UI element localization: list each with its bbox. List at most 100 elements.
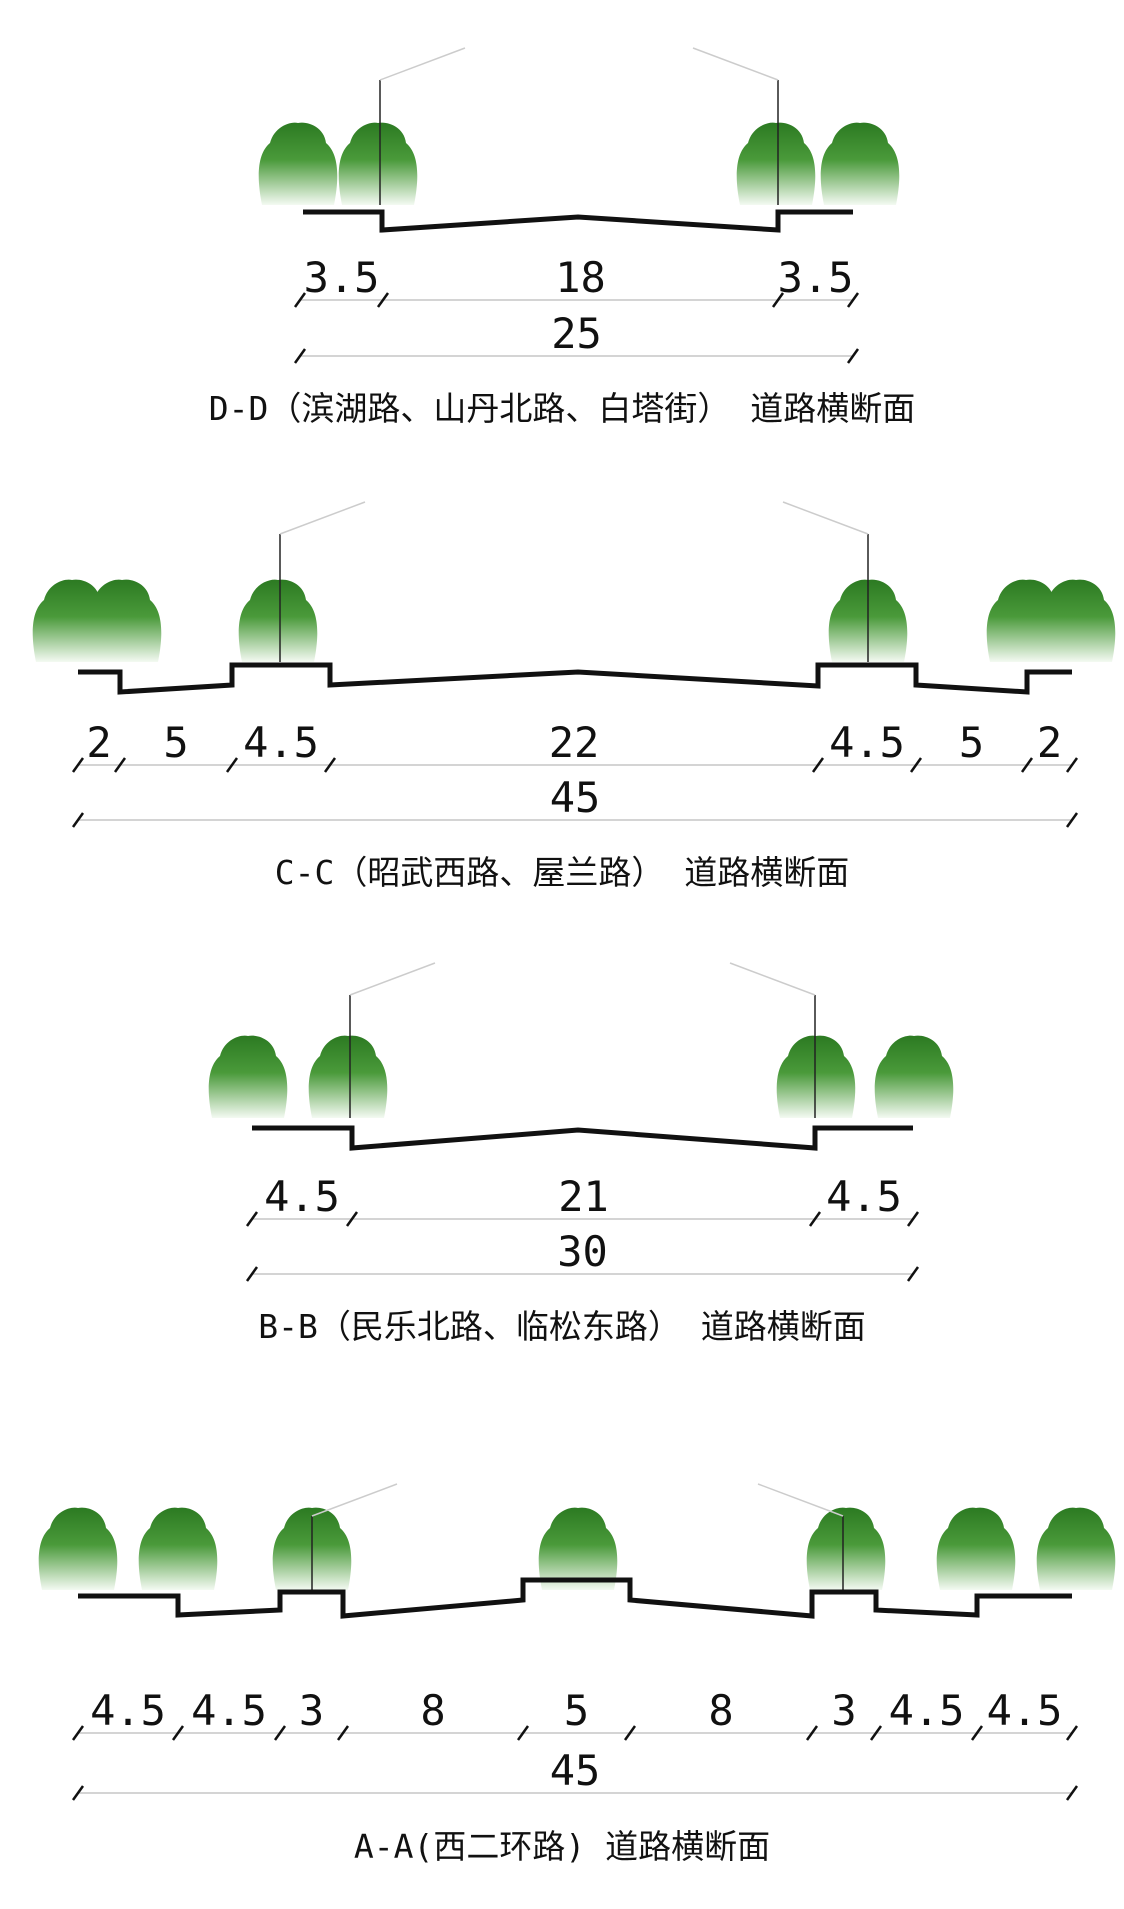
segment-width-label: 3.5 xyxy=(304,253,380,302)
tree xyxy=(1036,579,1116,662)
tree-canopy xyxy=(736,122,816,205)
dimension-tick xyxy=(1065,1725,1079,1741)
tree xyxy=(776,1035,856,1118)
road-profile xyxy=(78,662,1072,695)
dimension-tick xyxy=(909,757,923,773)
tree xyxy=(82,579,162,662)
dimension-tick xyxy=(869,1725,883,1741)
segment-width-label: 3 xyxy=(299,1686,324,1735)
segment-width-label: 4.5 xyxy=(90,1686,166,1735)
tree-canopy xyxy=(1036,579,1116,662)
segment-width-label: 18 xyxy=(555,253,606,302)
segment-width-label: 4.5 xyxy=(889,1686,965,1735)
tree xyxy=(238,579,318,662)
total-width-label: 45 xyxy=(550,1746,601,1795)
dimension-tick xyxy=(113,757,127,773)
tree xyxy=(338,122,418,205)
dimension-tick xyxy=(808,1211,822,1227)
lamp-arm xyxy=(757,1483,844,1517)
tree-canopy xyxy=(1036,1507,1116,1590)
tree-canopy xyxy=(308,1035,388,1118)
lamp-arm xyxy=(692,47,779,81)
total-width-label: 45 xyxy=(550,773,601,822)
dimension-tick xyxy=(71,1785,85,1801)
dimension-tick xyxy=(1065,1785,1079,1801)
segment-width-label: 3.5 xyxy=(778,253,854,302)
tree-canopy xyxy=(538,1507,618,1590)
section-caption: A-A(西二环路) 道路横断面 xyxy=(354,1827,770,1866)
segment-width-label: 8 xyxy=(708,1686,733,1735)
segment-width-label: 2 xyxy=(86,718,111,767)
dimension-tick xyxy=(1020,757,1034,773)
segment-width-label: 8 xyxy=(420,1686,445,1735)
dimension-tick xyxy=(245,1211,259,1227)
tree xyxy=(874,1035,954,1118)
tree xyxy=(806,1507,886,1590)
road-profile xyxy=(303,209,853,233)
dimension-tick xyxy=(970,1725,984,1741)
segment-width-label: 5 xyxy=(163,718,188,767)
tree xyxy=(1036,1507,1116,1590)
dimension-tick xyxy=(906,1266,920,1282)
tree xyxy=(258,122,338,205)
tree xyxy=(820,122,900,205)
tree-canopy xyxy=(338,122,418,205)
tree xyxy=(736,122,816,205)
segment-width-label: 2 xyxy=(1037,718,1062,767)
dimension-tick xyxy=(345,1211,359,1227)
road-profile xyxy=(252,1125,913,1151)
dimension-tick xyxy=(293,292,307,308)
segment-width-label: 22 xyxy=(549,718,600,767)
lamp-arm xyxy=(279,501,366,535)
tree-canopy xyxy=(258,122,338,205)
tree-canopy xyxy=(82,579,162,662)
dimension-tick xyxy=(771,292,785,308)
road-profile xyxy=(78,1577,1072,1619)
tree-canopy xyxy=(936,1507,1016,1590)
tree-canopy xyxy=(238,579,318,662)
dimension-tick xyxy=(516,1725,530,1741)
tree-canopy xyxy=(806,1507,886,1590)
dimension-tick xyxy=(336,1725,350,1741)
total-width-label: 25 xyxy=(551,309,602,358)
dimension-tick xyxy=(811,757,825,773)
dimension-tick xyxy=(376,292,390,308)
dimension-tick xyxy=(623,1725,637,1741)
dimension-tick xyxy=(71,1725,85,1741)
cross-section-dd: 3.5 18 3.5 25D-D（滨湖路、山丹北路、白塔街） 道路横断面 xyxy=(209,47,915,428)
dimension-tick xyxy=(171,1725,185,1741)
dimension-tick xyxy=(1065,812,1079,828)
tree xyxy=(308,1035,388,1118)
tree-canopy xyxy=(820,122,900,205)
tree xyxy=(38,1507,118,1590)
lamp-arm xyxy=(349,962,436,996)
dimension-tick xyxy=(805,1725,819,1741)
dimension-tick xyxy=(1065,757,1079,773)
section-caption: C-C（昭武西路、屋兰路） 道路横断面 xyxy=(275,853,849,892)
segment-width-label: 4.5 xyxy=(191,1686,267,1735)
segment-width-label: 5 xyxy=(959,718,984,767)
tree-canopy xyxy=(776,1035,856,1118)
tree xyxy=(936,1507,1016,1590)
dimension-tick xyxy=(293,348,307,364)
segment-width-label: 4.5 xyxy=(264,1172,340,1221)
segment-width-label: 3 xyxy=(831,1686,856,1735)
dimension-tick xyxy=(273,1725,287,1741)
section-caption: D-D（滨湖路、山丹北路、白塔街） 道路横断面 xyxy=(209,389,915,428)
dimension-tick xyxy=(245,1266,259,1282)
tree xyxy=(138,1507,218,1590)
dimension-tick xyxy=(71,757,85,773)
tree-canopy xyxy=(138,1507,218,1590)
segment-width-label: 5 xyxy=(564,1686,589,1735)
dimension-tick xyxy=(323,757,337,773)
tree-canopy xyxy=(208,1035,288,1118)
section-caption: B-B（民乐北路、临松东路） 道路横断面 xyxy=(258,1307,865,1346)
segment-width-label: 21 xyxy=(558,1172,609,1221)
lamp-arm xyxy=(782,501,869,535)
dimension-tick xyxy=(906,1211,920,1227)
total-width-label: 30 xyxy=(557,1227,608,1276)
dimension-tick xyxy=(846,292,860,308)
